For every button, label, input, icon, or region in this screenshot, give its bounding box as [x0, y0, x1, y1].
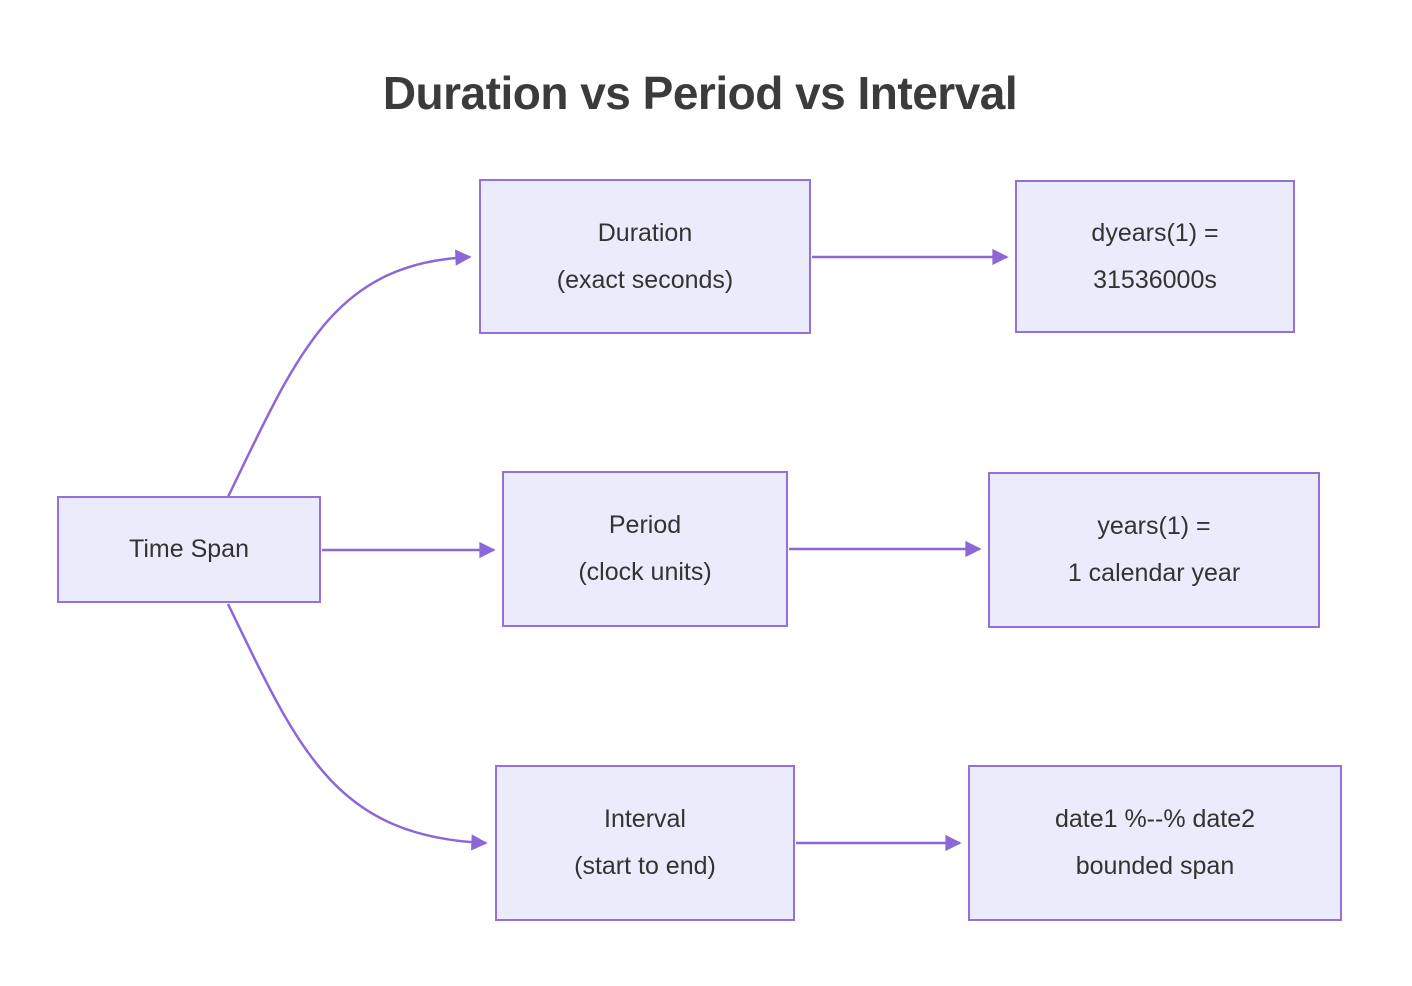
node-years-line2: 1 calendar year [1067, 559, 1241, 587]
node-years-line1: years(1) = [1097, 512, 1211, 540]
node-time-span: Time Span [57, 496, 321, 603]
node-period-line1: Period [608, 511, 682, 539]
node-interval-line1: Interval [604, 805, 686, 833]
node-interval: Interval (start to end) [495, 765, 795, 921]
node-duration-line1: Duration [597, 218, 693, 247]
node-date-interval-example: date1 %--% date2 bounded span [968, 765, 1342, 921]
node-time-span-label: Time Span [129, 535, 249, 563]
node-dyears-line2: 31536000s [1093, 265, 1217, 294]
node-years-example: years(1) = 1 calendar year [988, 472, 1320, 628]
edge-timespan-to-duration [226, 249, 472, 498]
diagram-title: Duration vs Period vs Interval [382, 67, 1018, 119]
node-interval-line2: (start to end) [574, 852, 716, 880]
node-duration: Duration (exact seconds) [479, 179, 811, 334]
node-dyears-line1: dyears(1) = [1091, 218, 1219, 247]
node-period-line2: (clock units) [578, 558, 712, 586]
node-date1-line1: date1 %--% date2 [1054, 805, 1256, 833]
node-duration-line2: (exact seconds) [556, 265, 734, 294]
node-period: Period (clock units) [502, 471, 788, 627]
node-date1-line2: bounded span [1075, 852, 1235, 880]
node-dyears-example: dyears(1) = 31536000s [1015, 180, 1295, 333]
edge-timespan-to-interval [226, 603, 488, 851]
